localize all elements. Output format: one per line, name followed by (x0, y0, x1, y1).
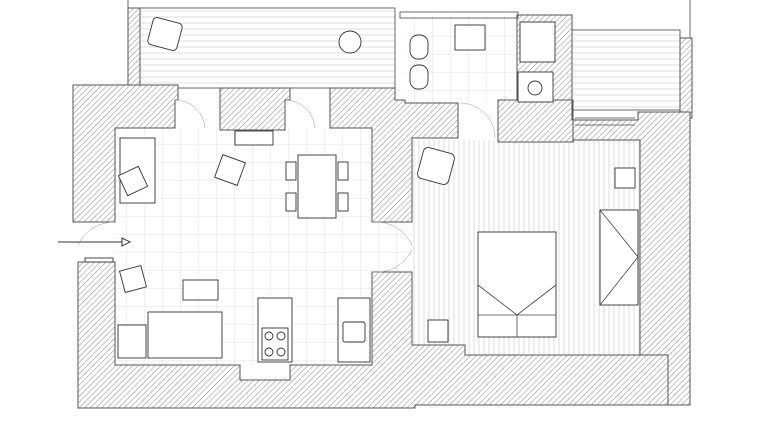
balcony (569, 29, 681, 111)
stove (261, 327, 289, 361)
terrace (127, 0, 396, 89)
nightstand (614, 167, 636, 189)
washbasin (454, 24, 486, 51)
toilet (409, 64, 429, 90)
shower (519, 21, 556, 63)
washing-machine (527, 80, 543, 96)
armchair (214, 154, 246, 186)
doorway-floor (372, 222, 412, 272)
door-leaf (84, 257, 114, 263)
bidet (409, 34, 429, 60)
dining-table (297, 154, 337, 219)
armchair (417, 147, 455, 185)
chair (117, 165, 149, 197)
doors (77, 99, 496, 273)
chair (427, 319, 449, 343)
walls (72, 14, 691, 409)
pouf (182, 279, 219, 301)
sofa (147, 311, 223, 359)
bathroom (399, 11, 556, 103)
living-furniture (117, 130, 371, 363)
sink (342, 321, 366, 343)
bedroom-furniture (417, 117, 639, 343)
wardrobe (599, 209, 639, 306)
arrow-right-icon[interactable] (58, 237, 132, 247)
armchair (147, 17, 183, 51)
round-table (338, 30, 362, 54)
